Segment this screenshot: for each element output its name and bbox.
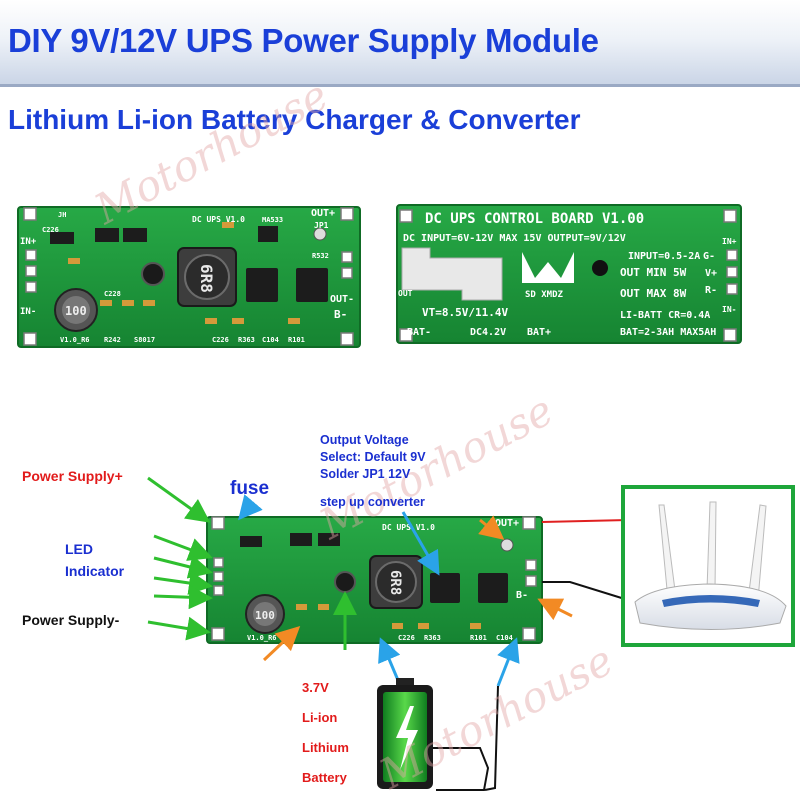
battery-word-label: Battery [302, 770, 347, 785]
back-bat-plus: BAT+ [527, 327, 551, 338]
title-bar [0, 0, 800, 86]
out-plus-label: OUT+ [311, 208, 335, 219]
ref-c228: C228 [104, 290, 121, 298]
output-wire-negative [542, 581, 629, 601]
annot-small-inductor: 100 [255, 609, 275, 622]
board-back-top: DC UPS CONTROL BOARD V1.00 DC INPUT=6V-1… [396, 204, 742, 344]
back-bat-minus: BAT- [407, 327, 431, 338]
annot-version: DC UPS V1.0 [382, 523, 435, 532]
back-libatt: LI-BATT CR=0.4A [620, 310, 710, 321]
back-brand: SD XMDZ [525, 290, 564, 300]
back-input: INPUT=0.5-2A [628, 251, 700, 262]
annot-ref-c226: C226 [398, 634, 415, 642]
page-subtitle: Lithium Li-ion Battery Charger & Convert… [8, 104, 581, 135]
small-inductor-label: 100 [65, 304, 87, 318]
ref-r363: R363 [238, 336, 255, 344]
ref-s8017: S8017 [134, 336, 155, 344]
title-divider [0, 84, 800, 87]
output-wire-positive [541, 519, 629, 523]
back-dc42: DC4.2V [470, 327, 506, 338]
power-supply-plus-label: Power Supply+ [22, 468, 123, 484]
blue-arrows [238, 494, 520, 687]
back-g-minus: G- [703, 251, 715, 262]
b-minus-label: B- [334, 308, 347, 321]
annot-b-minus: B- [516, 590, 528, 601]
back-bat: BAT=2-3AH MAX5AH [620, 327, 716, 338]
ref-c104: C104 [262, 336, 279, 344]
ref-ma533: MA533 [262, 216, 283, 224]
ref-c226b: C226 [212, 336, 229, 344]
output-voltage-label: Output Voltage Select: Default 9V Solder… [320, 433, 426, 481]
back-vt: VT=8.5V/11.4V [422, 306, 508, 319]
left-arrows [147, 476, 357, 650]
battery-type-label: Li-ion [302, 710, 338, 725]
annot-ref-v10: V1.0_R6 [247, 634, 277, 642]
back-title: DC UPS CONTROL BOARD V1.00 [425, 211, 644, 227]
router-image [621, 485, 795, 647]
back-line2: DC INPUT=6V-12V MAX 15V OUTPUT=9V/12V [403, 233, 626, 244]
ref-v10r6: V1.0_R6 [60, 336, 90, 344]
step-up-label: step up converter [320, 495, 425, 509]
led-indicator-label: LED Indicator [65, 541, 125, 579]
in-minus-label: IN- [20, 307, 36, 317]
ref-r242: R242 [104, 336, 121, 344]
orange-arrows [262, 515, 573, 662]
board-version-label: DC UPS V1.0 [192, 215, 245, 224]
ref-r532: R532 [312, 252, 329, 260]
ref-c226: C226 [42, 226, 59, 234]
board-front-annotated: 100 6R8 DC UPS V1.0 OUT+ B- V1.0_R6 C226… [206, 516, 543, 644]
page-title: DIY 9V/12V UPS Power Supply Module [8, 22, 599, 59]
annot-ref-c104: C104 [496, 634, 513, 642]
fuse-label: fuse [230, 478, 270, 499]
battery-chem-label: Lithium [302, 740, 349, 755]
back-v-plus: V+ [705, 268, 717, 279]
back-out-max: OUT MAX 8W [620, 287, 687, 300]
jp1-label: JP1 [314, 221, 329, 230]
back-r-minus: R- [705, 285, 717, 296]
in-plus-label: IN+ [20, 237, 37, 247]
back-in-minus: IN- [722, 305, 736, 314]
back-out: OUT [398, 289, 413, 298]
power-supply-minus-label: Power Supply- [22, 612, 120, 628]
annot-ref-r363: R363 [424, 634, 441, 642]
main-inductor-label: 6R8 [197, 264, 216, 293]
annot-out-plus: OUT+ [495, 518, 519, 529]
annot-main-inductor: 6R8 [387, 570, 403, 595]
board-front-top: 100 6R8 DC UPS V1.0 OUT+ JP1 OUT- B- IN+… [17, 206, 361, 348]
battery-voltage-label: 3.7V [302, 680, 329, 695]
out-minus-label: OUT- [330, 294, 354, 305]
back-in-plus: IN+ [722, 237, 737, 246]
battery-image [377, 678, 499, 791]
ref-jh: JH [58, 211, 66, 219]
ref-r101: R101 [288, 336, 305, 344]
annot-ref-r101: R101 [470, 634, 487, 642]
back-out-min: OUT MIN 5W [620, 266, 687, 279]
